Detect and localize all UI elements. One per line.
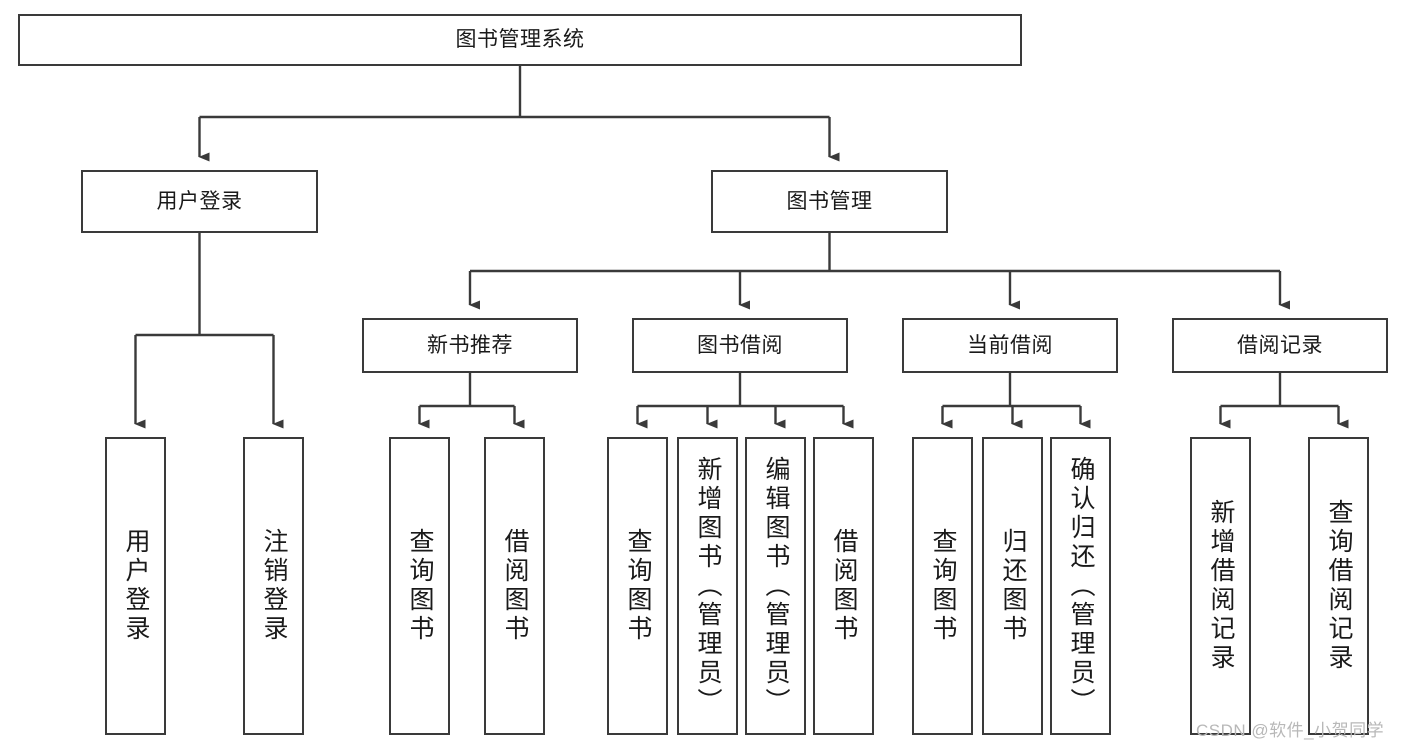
node-label: 图书管理系统: [455, 28, 585, 52]
node-leaf-brw-edit[interactable]: 编辑图书（管理员）: [745, 437, 806, 735]
node-label: 查询图书: [624, 528, 652, 644]
node-label: 当前借阅: [967, 333, 1053, 357]
node-leaf-cur-query[interactable]: 查询图书: [912, 437, 973, 735]
node-label: 借阅图书: [830, 528, 858, 644]
node-leaf-cur-return[interactable]: 归还图书: [982, 437, 1043, 735]
node-borrow-record[interactable]: 借阅记录: [1172, 318, 1388, 373]
node-label: 注销登录: [260, 528, 288, 644]
node-leaf-brw-borrow[interactable]: 借阅图书: [813, 437, 874, 735]
node-leaf-rec-add[interactable]: 新增借阅记录: [1190, 437, 1251, 735]
node-label: 借阅图书: [501, 528, 529, 644]
node-leaf-rec-borrow[interactable]: 借阅图书: [484, 437, 545, 735]
node-leaf-rec-query[interactable]: 查询图书: [389, 437, 450, 735]
node-leaf-brw-query[interactable]: 查询图书: [607, 437, 668, 735]
node-label: 新增图书（管理员）: [694, 455, 722, 717]
node-label: 编辑图书（管理员）: [762, 455, 790, 717]
node-label: 新增借阅记录: [1207, 499, 1235, 673]
node-label: 查询图书: [929, 528, 957, 644]
node-root[interactable]: 图书管理系统: [18, 14, 1022, 66]
node-leaf-brw-add[interactable]: 新增图书（管理员）: [677, 437, 738, 735]
node-label: 新书推荐: [427, 333, 513, 357]
node-label: 用户登录: [122, 528, 150, 644]
node-label: 图书借阅: [697, 333, 783, 357]
watermark-text: CSDN @软件_小贺同学: [1196, 721, 1385, 740]
node-label: 确认归还（管理员）: [1067, 455, 1095, 717]
node-user-login[interactable]: 用户登录: [81, 170, 318, 233]
node-book-manage[interactable]: 图书管理: [711, 170, 948, 233]
node-label: 归还图书: [999, 528, 1027, 644]
node-current-borrow[interactable]: 当前借阅: [902, 318, 1118, 373]
node-leaf-user-login[interactable]: 用户登录: [105, 437, 166, 735]
node-label: 查询借阅记录: [1325, 499, 1353, 673]
node-label: 图书管理: [786, 189, 873, 213]
node-book-borrow[interactable]: 图书借阅: [632, 318, 848, 373]
node-new-book-rec[interactable]: 新书推荐: [362, 318, 578, 373]
node-leaf-rec-query2[interactable]: 查询借阅记录: [1308, 437, 1369, 735]
node-label: 借阅记录: [1237, 333, 1323, 357]
node-label: 用户登录: [156, 189, 243, 213]
node-leaf-logout[interactable]: 注销登录: [243, 437, 304, 735]
node-leaf-cur-confirm[interactable]: 确认归还（管理员）: [1050, 437, 1111, 735]
node-label: 查询图书: [406, 528, 434, 644]
